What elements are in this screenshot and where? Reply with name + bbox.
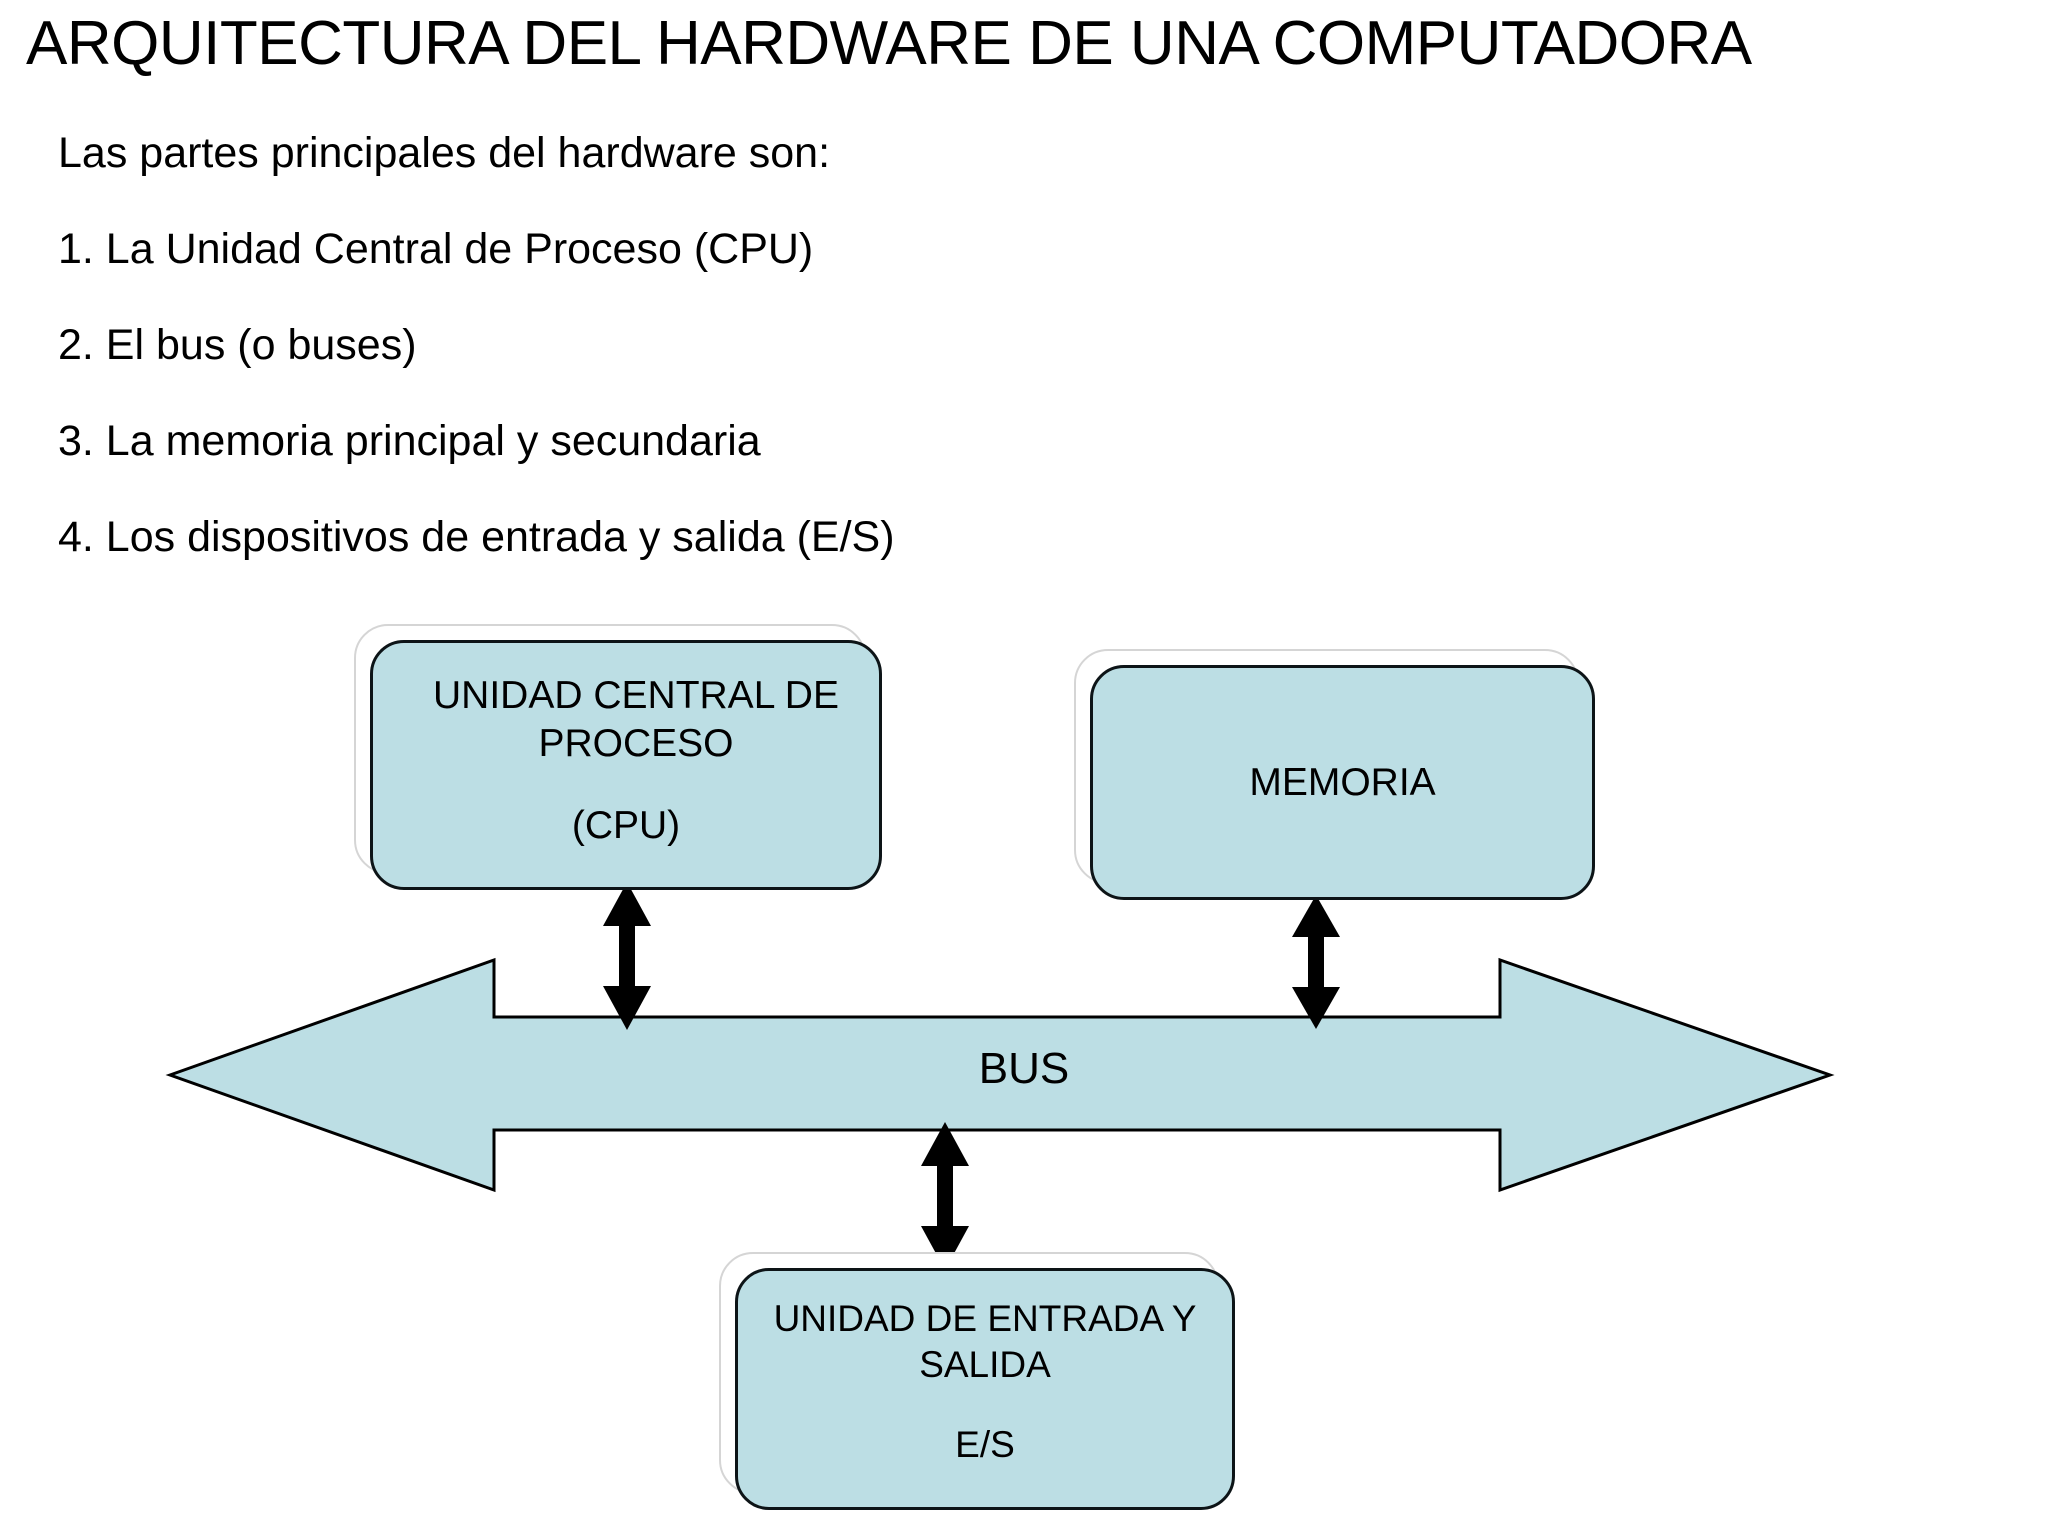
node-entrada-salida-text: UNIDAD DE ENTRADA Y SALIDA E/S: [735, 1268, 1235, 1510]
intro-line: Las partes principales del hardware son:: [58, 129, 831, 177]
node-memoria[interactable]: MEMORIA: [1074, 649, 1595, 900]
node-memoria-plate: [1090, 665, 1595, 900]
node-memoria-text: MEMORIA: [1090, 665, 1595, 900]
node-cpu[interactable]: UNIDAD CENTRAL DE PROCESO (CPU): [354, 624, 882, 890]
node-entrada-salida-subtitle: E/S: [955, 1424, 1015, 1465]
connector-cpu-bus-double-arrow: [603, 882, 651, 1030]
node-cpu-title: UNIDAD CENTRAL DE PROCESO: [433, 674, 839, 765]
list-item-4: 4. Los dispositivos de entrada y salida …: [58, 513, 895, 561]
body-text-block: Las partes principales del hardware son:…: [58, 132, 1458, 612]
node-cpu-plate: [370, 640, 882, 890]
connector-memoria-bus-double-arrow: [1292, 895, 1340, 1029]
node-memoria-title: MEMORIA: [1249, 760, 1436, 804]
node-entrada-salida[interactable]: UNIDAD DE ENTRADA Y SALIDA E/S: [719, 1252, 1235, 1510]
node-cpu-text: UNIDAD CENTRAL DE PROCESO (CPU): [370, 640, 882, 890]
slide-title: ARQUITECTURA DEL HARDWARE DE UNA COMPUTA…: [26, 9, 1752, 78]
node-cpu-subtitle: (CPU): [571, 804, 681, 847]
list-item-2: 2. El bus (o buses): [58, 321, 417, 369]
bus-arrow-shape: [165, 957, 1835, 1193]
connector-bus-es-double-arrow: [921, 1122, 969, 1270]
list-item-3: 3. La memoria principal y secundaria: [58, 417, 761, 465]
node-entrada-salida-title: UNIDAD DE ENTRADA Y SALIDA: [773, 1298, 1197, 1385]
list-item-1: 1. La Unidad Central de Proceso (CPU): [58, 225, 814, 273]
node-entrada-salida-plate: [735, 1268, 1235, 1510]
